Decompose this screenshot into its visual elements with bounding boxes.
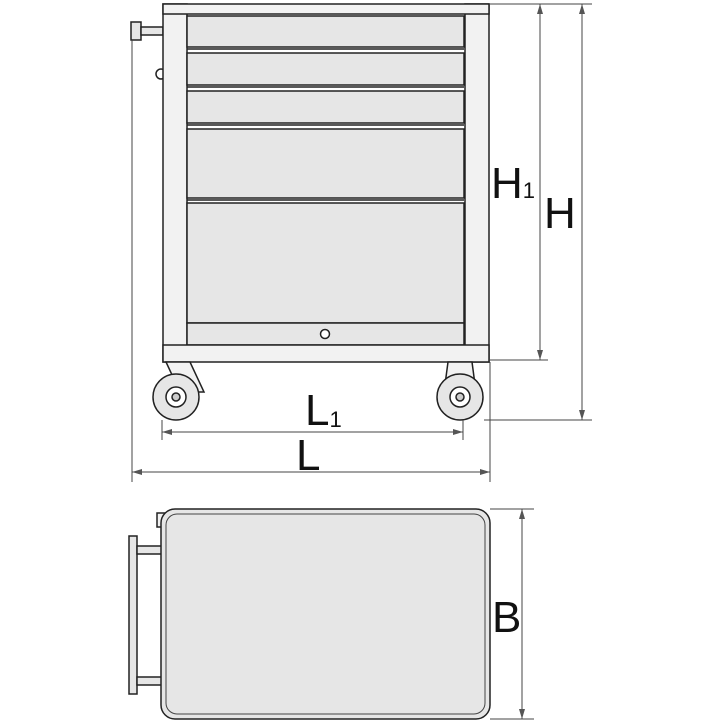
caster-right	[436, 361, 484, 421]
drawer-3	[186, 90, 465, 124]
extension-lines	[131, 3, 592, 482]
top-view: B	[128, 508, 534, 720]
drawer-5	[186, 202, 465, 324]
lock-icon	[319, 328, 331, 340]
base-rail	[162, 344, 490, 363]
dimension-lines	[132, 3, 585, 475]
caster-left	[152, 361, 206, 421]
front-view: H1 H L1 L	[130, 3, 592, 482]
drawer-1	[186, 15, 465, 48]
label-h1: H1	[491, 159, 535, 208]
cabinet-left-frame	[162, 3, 188, 363]
label-b: B	[492, 593, 521, 642]
extension-lines-top	[490, 508, 534, 720]
cabinet-top	[162, 3, 490, 15]
label-h: H	[544, 189, 576, 238]
drawer-4	[186, 128, 465, 199]
top-handle	[128, 512, 166, 695]
top-surface-inner	[165, 513, 486, 715]
label-l: L	[296, 431, 320, 480]
top-surface	[160, 508, 491, 720]
label-l1: L1	[305, 386, 342, 435]
drawer-stack	[162, 15, 490, 363]
side-handle	[130, 21, 167, 80]
cabinet-right-frame	[464, 3, 490, 363]
drawer-2	[186, 52, 465, 86]
